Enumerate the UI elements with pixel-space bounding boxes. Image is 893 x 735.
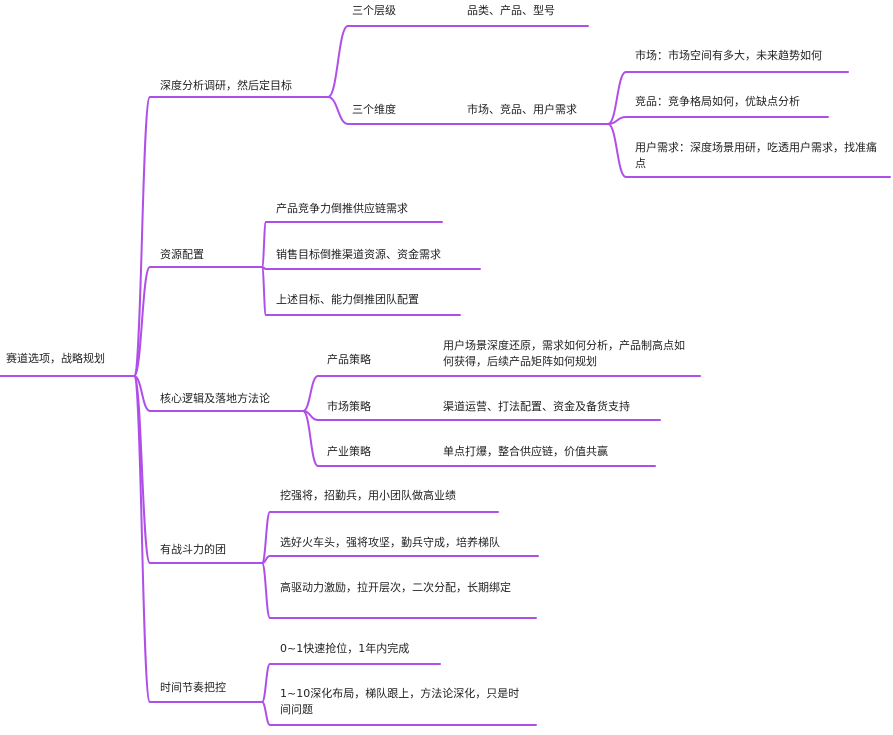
b1-sub-1-connector bbox=[607, 71, 627, 125]
branch-2-connector bbox=[133, 266, 151, 377]
node-team-config[interactable]: 上述目标、能力倒推团队配置 bbox=[276, 293, 419, 306]
node-industry-strategy-detail[interactable]: 单点打爆，整合供应链，价值共赢 bbox=[443, 445, 608, 458]
b1-sub-3-connector bbox=[607, 123, 627, 178]
node-user-needs[interactable]: 用户需求：深度场景用研，吃透用户需求，找准痛点 bbox=[635, 141, 877, 170]
branch-1-connector bbox=[133, 96, 151, 377]
node-market-strategy-detail[interactable]: 渠道运营、打法配置、资金及备货支持 bbox=[443, 400, 630, 413]
b1-child-1-connector bbox=[327, 25, 349, 98]
root-topic[interactable]: 赛道选项，战略规划 bbox=[6, 352, 105, 365]
branch-3-connector bbox=[133, 375, 151, 412]
node-supply-chain[interactable]: 产品竞争力倒推供应链需求 bbox=[276, 202, 408, 215]
branch-timing[interactable]: 时间节奏把控 bbox=[160, 681, 226, 694]
branch-resource-allocation[interactable]: 资源配置 bbox=[160, 248, 204, 261]
branch-combat-team[interactable]: 有战斗力的团 bbox=[160, 543, 226, 556]
node-market[interactable]: 市场：市场空间有多大，未来趋势如何 bbox=[635, 49, 822, 62]
node-team-1[interactable]: 挖强将，招勤兵，用小团队做高业绩 bbox=[280, 489, 456, 502]
b5-child-1-connector bbox=[261, 663, 271, 703]
node-channel-funds[interactable]: 销售目标倒推渠道资源、资金需求 bbox=[276, 248, 441, 261]
branch-5-connector bbox=[133, 375, 151, 703]
node-three-dimensions[interactable]: 三个维度 bbox=[352, 103, 396, 116]
b2-child-1-connector bbox=[261, 221, 267, 268]
node-team-2[interactable]: 选好火车头，强将攻坚，勤兵守成，培养梯队 bbox=[280, 536, 500, 549]
node-three-dimensions-detail[interactable]: 市场、竞品、用户需求 bbox=[467, 103, 577, 116]
b5-child-2-connector bbox=[261, 701, 271, 726]
b4-child-1-connector bbox=[261, 511, 271, 564]
node-team-3[interactable]: 高驱动力激励，拉开层次，二次分配，长期绑定 bbox=[280, 581, 511, 594]
b3-child-3-connector bbox=[302, 410, 319, 467]
b3-child-1-connector bbox=[302, 375, 319, 412]
b1-child-2-connector bbox=[327, 96, 349, 125]
b2-child-3-connector bbox=[261, 266, 267, 316]
node-time-1[interactable]: 0~1快速抢位，1年内完成 bbox=[280, 642, 410, 655]
node-industry-strategy[interactable]: 产业策略 bbox=[327, 445, 371, 458]
node-time-2[interactable]: 1~10深化布局，梯队跟上，方法论深化，只是时间问题 bbox=[280, 687, 520, 716]
branch-core-logic[interactable]: 核心逻辑及落地方法论 bbox=[160, 392, 270, 405]
node-competitor[interactable]: 竞品：竞争格局如何，优缺点分析 bbox=[635, 95, 800, 108]
branch-deep-research[interactable]: 深度分析调研，然后定目标 bbox=[160, 79, 292, 92]
node-product-strategy[interactable]: 产品策略 bbox=[327, 353, 371, 366]
node-three-levels-detail[interactable]: 品类、产品、型号 bbox=[467, 4, 555, 17]
node-product-strategy-detail[interactable]: 用户场景深度还原，需求如何分析，产品制高点如何获得，后续产品矩阵如何规划 bbox=[443, 339, 685, 368]
b4-child-3-connector bbox=[261, 562, 271, 619]
node-three-levels[interactable]: 三个层级 bbox=[352, 4, 396, 17]
node-market-strategy[interactable]: 市场策略 bbox=[327, 400, 371, 413]
